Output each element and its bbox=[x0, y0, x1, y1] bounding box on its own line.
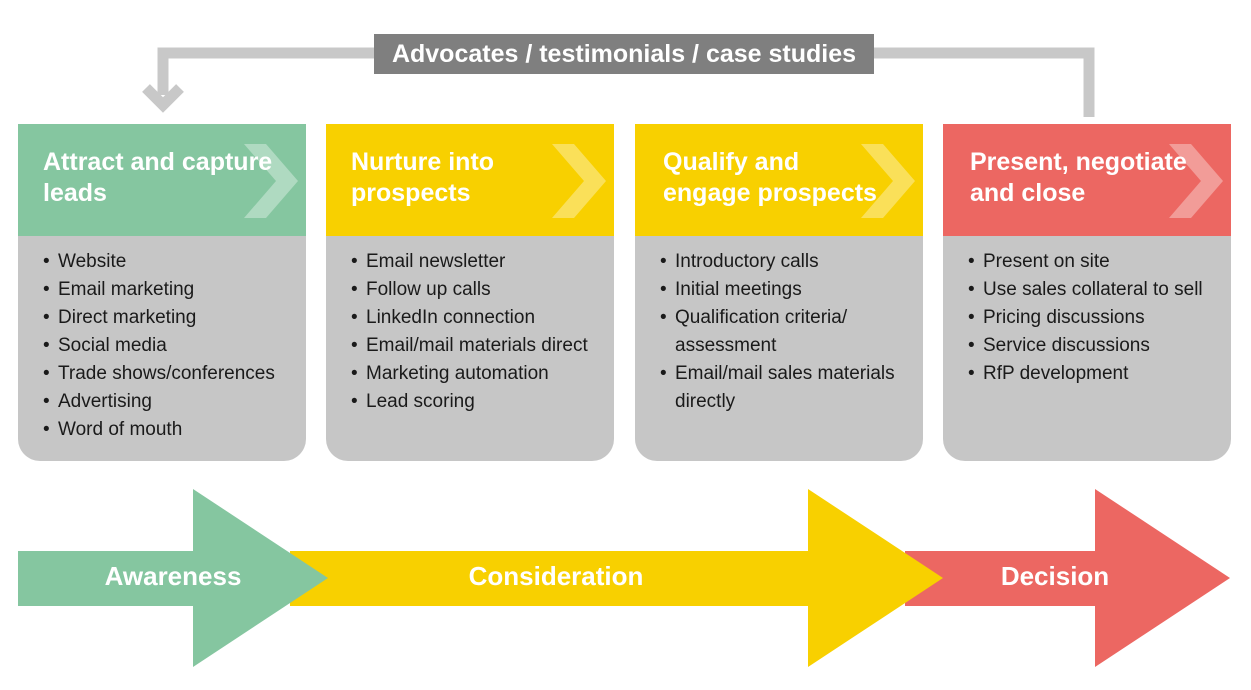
stage-items: Introductory callsInitial meetingsQualif… bbox=[635, 236, 923, 416]
phase-label-decision: Decision bbox=[1000, 560, 1110, 591]
stage-item: RfP development bbox=[943, 360, 1231, 388]
stage-item: Email/mail materials direct bbox=[326, 332, 614, 360]
stage-header: Qualify and engage prospects bbox=[635, 124, 923, 236]
stage-item: Email/mail sales materials directly bbox=[635, 360, 923, 416]
chevron-right-icon bbox=[861, 144, 915, 218]
awareness-arrow bbox=[18, 489, 328, 667]
stage-item: Qualification criteria/ assessment bbox=[635, 304, 923, 360]
stage-item: Social media bbox=[18, 332, 306, 360]
stage-header: Present, negotiate and close bbox=[943, 124, 1231, 236]
stage-items: Present on siteUse sales collateral to s… bbox=[943, 236, 1231, 388]
stage-header: Attract and capture leads bbox=[18, 124, 306, 236]
consideration-arrow bbox=[290, 489, 943, 667]
stage-card-attract: Attract and capture leads WebsiteEmail m… bbox=[18, 124, 306, 461]
feedback-label: Advocates / testimonials / case studies bbox=[374, 34, 874, 74]
stage-item: Initial meetings bbox=[635, 276, 923, 304]
stage-item: Present on site bbox=[943, 248, 1231, 276]
stage-item: Email marketing bbox=[18, 276, 306, 304]
stage-card-nurture: Nurture into prospects Email newsletterF… bbox=[326, 124, 614, 461]
stage-item: Advertising bbox=[18, 388, 306, 416]
stage-body: Email newsletterFollow up callsLinkedIn … bbox=[326, 236, 614, 461]
stage-item: Use sales collateral to sell bbox=[943, 276, 1231, 304]
stage-body: WebsiteEmail marketingDirect marketingSo… bbox=[18, 236, 306, 461]
stage-body: Introductory callsInitial meetingsQualif… bbox=[635, 236, 923, 461]
chevron-right-icon bbox=[244, 144, 298, 218]
stage-title: Attract and capture leads bbox=[43, 148, 273, 207]
stage-item: Website bbox=[18, 248, 306, 276]
stage-header: Nurture into prospects bbox=[326, 124, 614, 236]
stage-item: Marketing automation bbox=[326, 360, 614, 388]
stage-card-qualify: Qualify and engage prospects Introductor… bbox=[635, 124, 923, 461]
stage-item: Pricing discussions bbox=[943, 304, 1231, 332]
chevron-right-icon bbox=[552, 144, 606, 218]
stage-item: Follow up calls bbox=[326, 276, 614, 304]
stage-item: Introductory calls bbox=[635, 248, 923, 276]
chevron-right-icon bbox=[1169, 144, 1223, 218]
phase-label-awareness: Awareness bbox=[104, 560, 242, 591]
stage-items: Email newsletterFollow up callsLinkedIn … bbox=[326, 236, 614, 416]
stage-card-present: Present, negotiate and close Present on … bbox=[943, 124, 1231, 461]
stage-body: Present on siteUse sales collateral to s… bbox=[943, 236, 1231, 461]
stage-item: LinkedIn connection bbox=[326, 304, 614, 332]
stage-items: WebsiteEmail marketingDirect marketingSo… bbox=[18, 236, 306, 444]
stage-title: Qualify and engage prospects bbox=[663, 148, 877, 207]
stage-item: Service discussions bbox=[943, 332, 1231, 360]
phase-label-consideration: Consideration bbox=[468, 560, 644, 591]
decision-arrow bbox=[905, 489, 1230, 667]
stage-item: Email newsletter bbox=[326, 248, 614, 276]
feedback-arrowhead bbox=[142, 84, 184, 113]
stage-item: Trade shows/conferences bbox=[18, 360, 306, 388]
stage-title: Present, negotiate and close bbox=[970, 148, 1187, 207]
stage-item: Direct marketing bbox=[18, 304, 306, 332]
stage-item: Lead scoring bbox=[326, 388, 614, 416]
stage-item: Word of mouth bbox=[18, 416, 306, 444]
stage-title: Nurture into prospects bbox=[351, 148, 495, 207]
